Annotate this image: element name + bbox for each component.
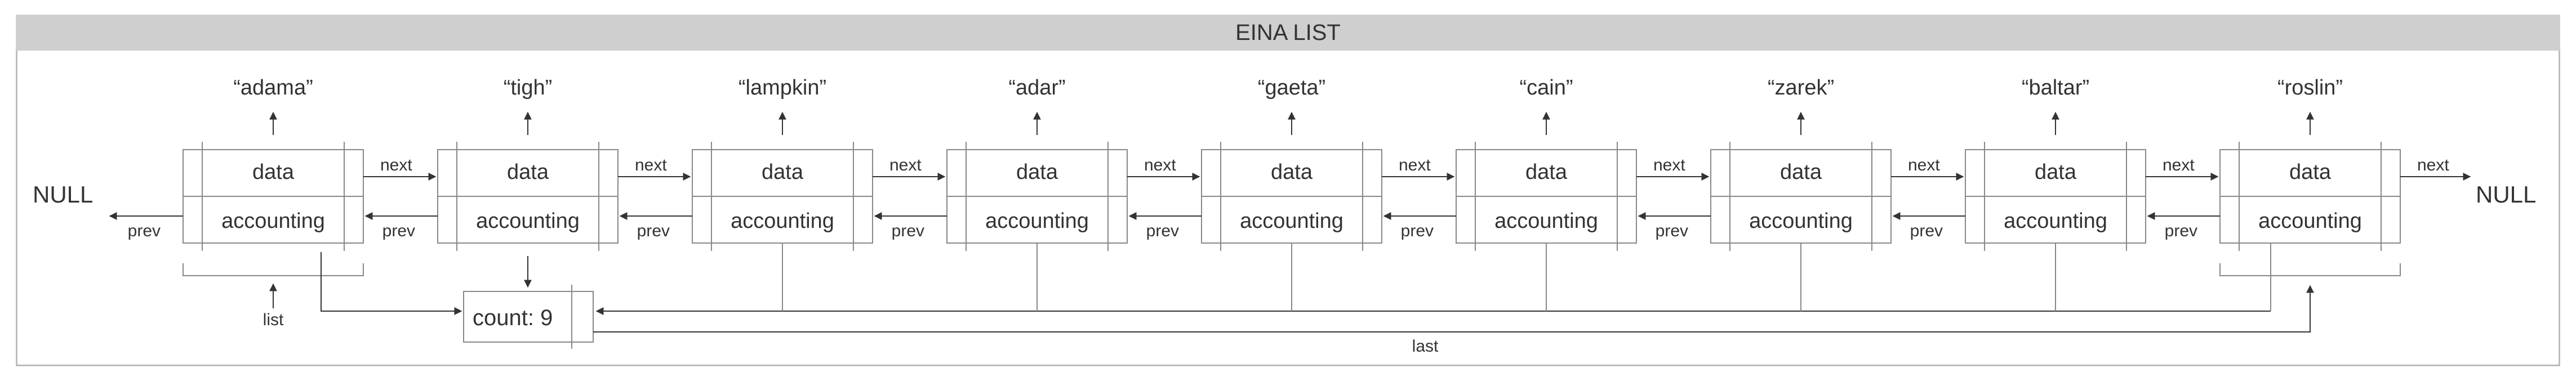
list-node: data accounting “tigh” <box>437 76 619 251</box>
next-label: next <box>2417 156 2449 174</box>
prev-label: prev <box>382 222 415 240</box>
node-accounting-field: accounting <box>2004 209 2107 233</box>
node-data-field: data <box>507 160 549 184</box>
last-label: last <box>1412 337 1439 356</box>
node-data-field: data <box>1780 160 1822 184</box>
node-value-label: “lampkin” <box>738 76 826 100</box>
next-label: next <box>1399 156 1431 174</box>
node-value-label: “adama” <box>233 76 313 100</box>
node-accounting-field: accounting <box>221 209 325 233</box>
count-label: count: 9 <box>473 305 553 330</box>
prev-label: prev <box>892 222 924 240</box>
list-node: data accounting “roslin” <box>2219 76 2401 251</box>
next-label: next <box>889 156 922 174</box>
list-node: data accounting “zarek” <box>1710 76 1892 251</box>
prev-label: prev <box>1146 222 1179 240</box>
prev-label: prev <box>128 222 161 240</box>
head-to-count-arrow <box>321 252 462 315</box>
prev-label: prev <box>1401 222 1434 240</box>
node-accounting-field: accounting <box>476 209 580 233</box>
last-pointer-arrow <box>593 285 2314 332</box>
node-data-field: data <box>2289 160 2332 184</box>
node-value-label: “baltar” <box>2022 76 2089 100</box>
null-left-label: NULL <box>33 181 93 208</box>
node-value-label: “roslin” <box>2277 76 2343 100</box>
next-label: next <box>380 156 412 174</box>
node-value-label: “adar” <box>1008 76 1065 100</box>
node-accounting-field: accounting <box>731 209 834 233</box>
prev-label: prev <box>1910 222 1943 240</box>
node-data-field: data <box>762 160 804 184</box>
node-accounting-field: accounting <box>2258 209 2362 233</box>
next-label: next <box>1908 156 1940 174</box>
next-label: next <box>1144 156 1176 174</box>
node-value-label: “tigh” <box>504 76 553 100</box>
null-right-label: NULL <box>2476 181 2536 208</box>
node-data-field: data <box>252 160 295 184</box>
next-label: next <box>635 156 667 174</box>
list-node: data accounting “gaeta” <box>1201 76 1382 251</box>
prev-label: prev <box>2165 222 2197 240</box>
list-head-bracket <box>183 263 364 276</box>
node-value-label: “gaeta” <box>1258 76 1325 100</box>
list-node: data accounting “lampkin” <box>692 76 873 251</box>
node-accounting-field: accounting <box>1749 209 1853 233</box>
node-accounting-field: accounting <box>1240 209 1343 233</box>
node-accounting-field: accounting <box>1494 209 1598 233</box>
list-node: data accounting “adama” <box>183 76 364 251</box>
list-node: data accounting “adar” <box>946 76 1128 251</box>
next-label: next <box>2163 156 2195 174</box>
node-value-label: “cain” <box>1519 76 1573 100</box>
list-label: list <box>263 311 284 329</box>
prev-label: prev <box>1656 222 1688 240</box>
node-data-field: data <box>1271 160 1313 184</box>
prev-label: prev <box>637 222 670 240</box>
list-tail-bracket <box>2219 263 2401 276</box>
next-label: next <box>1653 156 1685 174</box>
diagram-title: EINA LIST <box>16 15 2560 51</box>
node-data-field: data <box>1016 160 1058 184</box>
node-data-field: data <box>1525 160 1568 184</box>
node-accounting-field: accounting <box>985 209 1089 233</box>
count-box: count: 9 <box>463 285 594 349</box>
list-node: data accounting “baltar” <box>1965 76 2146 251</box>
node-value-label: “zarek” <box>1768 76 1834 100</box>
node-data-field: data <box>2035 160 2077 184</box>
list-node: data accounting “cain” <box>1456 76 1637 251</box>
